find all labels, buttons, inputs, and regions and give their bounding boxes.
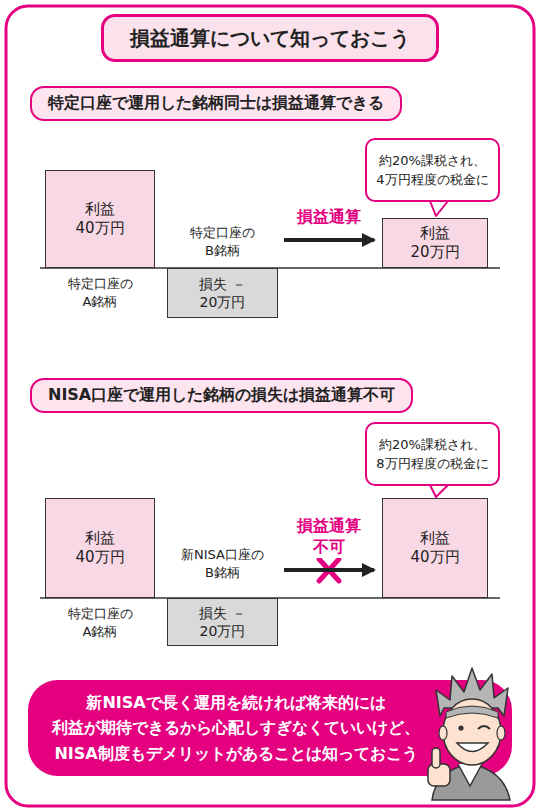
edge-label: 損益通算: [294, 207, 364, 228]
title-text: 損益通算について知っておこう: [130, 26, 410, 50]
bar-label: 新NISA口座の B銘柄: [180, 546, 265, 582]
result-bar: 利益 20万円: [382, 218, 488, 268]
bar-label: 特定口座の B銘柄: [189, 224, 256, 260]
bar-label-wrap: 特定口座の A銘柄: [36, 605, 164, 641]
loss-bar: 損失 －20万円: [167, 598, 278, 646]
amount-text: 利益 40万円: [409, 529, 461, 568]
bubble-tail: [430, 201, 448, 216]
banner-text: 新NISAで長く運用を続ければ将来的には 利益が期待できるから心配しすぎなくてい…: [51, 690, 421, 767]
section-heading-band: NISA口座で運用した銘柄の損失は損益通算不可: [30, 378, 413, 413]
loss-column: 新NISA口座の B銘柄損失 －20万円: [167, 546, 278, 646]
amount-text: 利益 40万円: [74, 200, 126, 239]
profit-bar: 利益 40万円特定口座の A銘柄: [45, 170, 155, 268]
bar-label-wrap: 新NISA口座の B銘柄: [161, 546, 284, 582]
connector-arrow: [284, 238, 374, 242]
amount-text: 損失 －20万円: [192, 604, 254, 640]
amount-text: 利益 20万円: [409, 224, 461, 263]
speech-bubble: 約20%課税され、 4万円程度の税金に: [365, 138, 500, 202]
amount-text: 損失 －20万円: [192, 275, 254, 311]
outer-frame: [6, 6, 534, 806]
loss-column: 特定口座の B銘柄損失 －20万円: [167, 224, 278, 318]
bubble-text: 約20%課税され、 4万円程度の税金に: [375, 151, 490, 190]
result-bar: 利益 40万円: [382, 498, 488, 598]
bar-label: 特定口座の A銘柄: [67, 605, 134, 641]
section-heading: 特定口座で運用した銘柄同士は損益通算できる: [48, 93, 384, 114]
loss-bar: 損失 －20万円: [167, 268, 278, 318]
amount-text: 利益 40万円: [74, 529, 126, 568]
title-box: 損益通算について知っておこう: [101, 14, 439, 62]
bar-label: 特定口座の A銘柄: [67, 275, 134, 311]
bar-label-wrap: 特定口座の A銘柄: [36, 275, 164, 311]
bubble-tail: [430, 485, 448, 497]
connector-arrow: [284, 568, 374, 572]
banner-text-wrap: 新NISAで長く運用を続ければ将来的には 利益が期待できるから心配しすぎなくてい…: [36, 680, 436, 776]
bar-label-wrap: 特定口座の B銘柄: [161, 224, 284, 260]
advice-banner: 新NISAで長く運用を続ければ将来的には 利益が期待できるから心配しすぎなくてい…: [28, 680, 512, 776]
edge-label: 損益通算 不可: [294, 516, 364, 558]
section-heading-band: 特定口座で運用した銘柄同士は損益通算できる: [30, 86, 402, 121]
profit-bar: 利益 40万円特定口座の A銘柄: [45, 498, 155, 598]
speech-bubble: 約20%課税され、 8万円程度の税金に: [365, 422, 500, 486]
bubble-text: 約20%課税され、 8万円程度の税金に: [375, 435, 490, 474]
section-heading: NISA口座で運用した銘柄の損失は損益通算不可: [48, 385, 395, 406]
